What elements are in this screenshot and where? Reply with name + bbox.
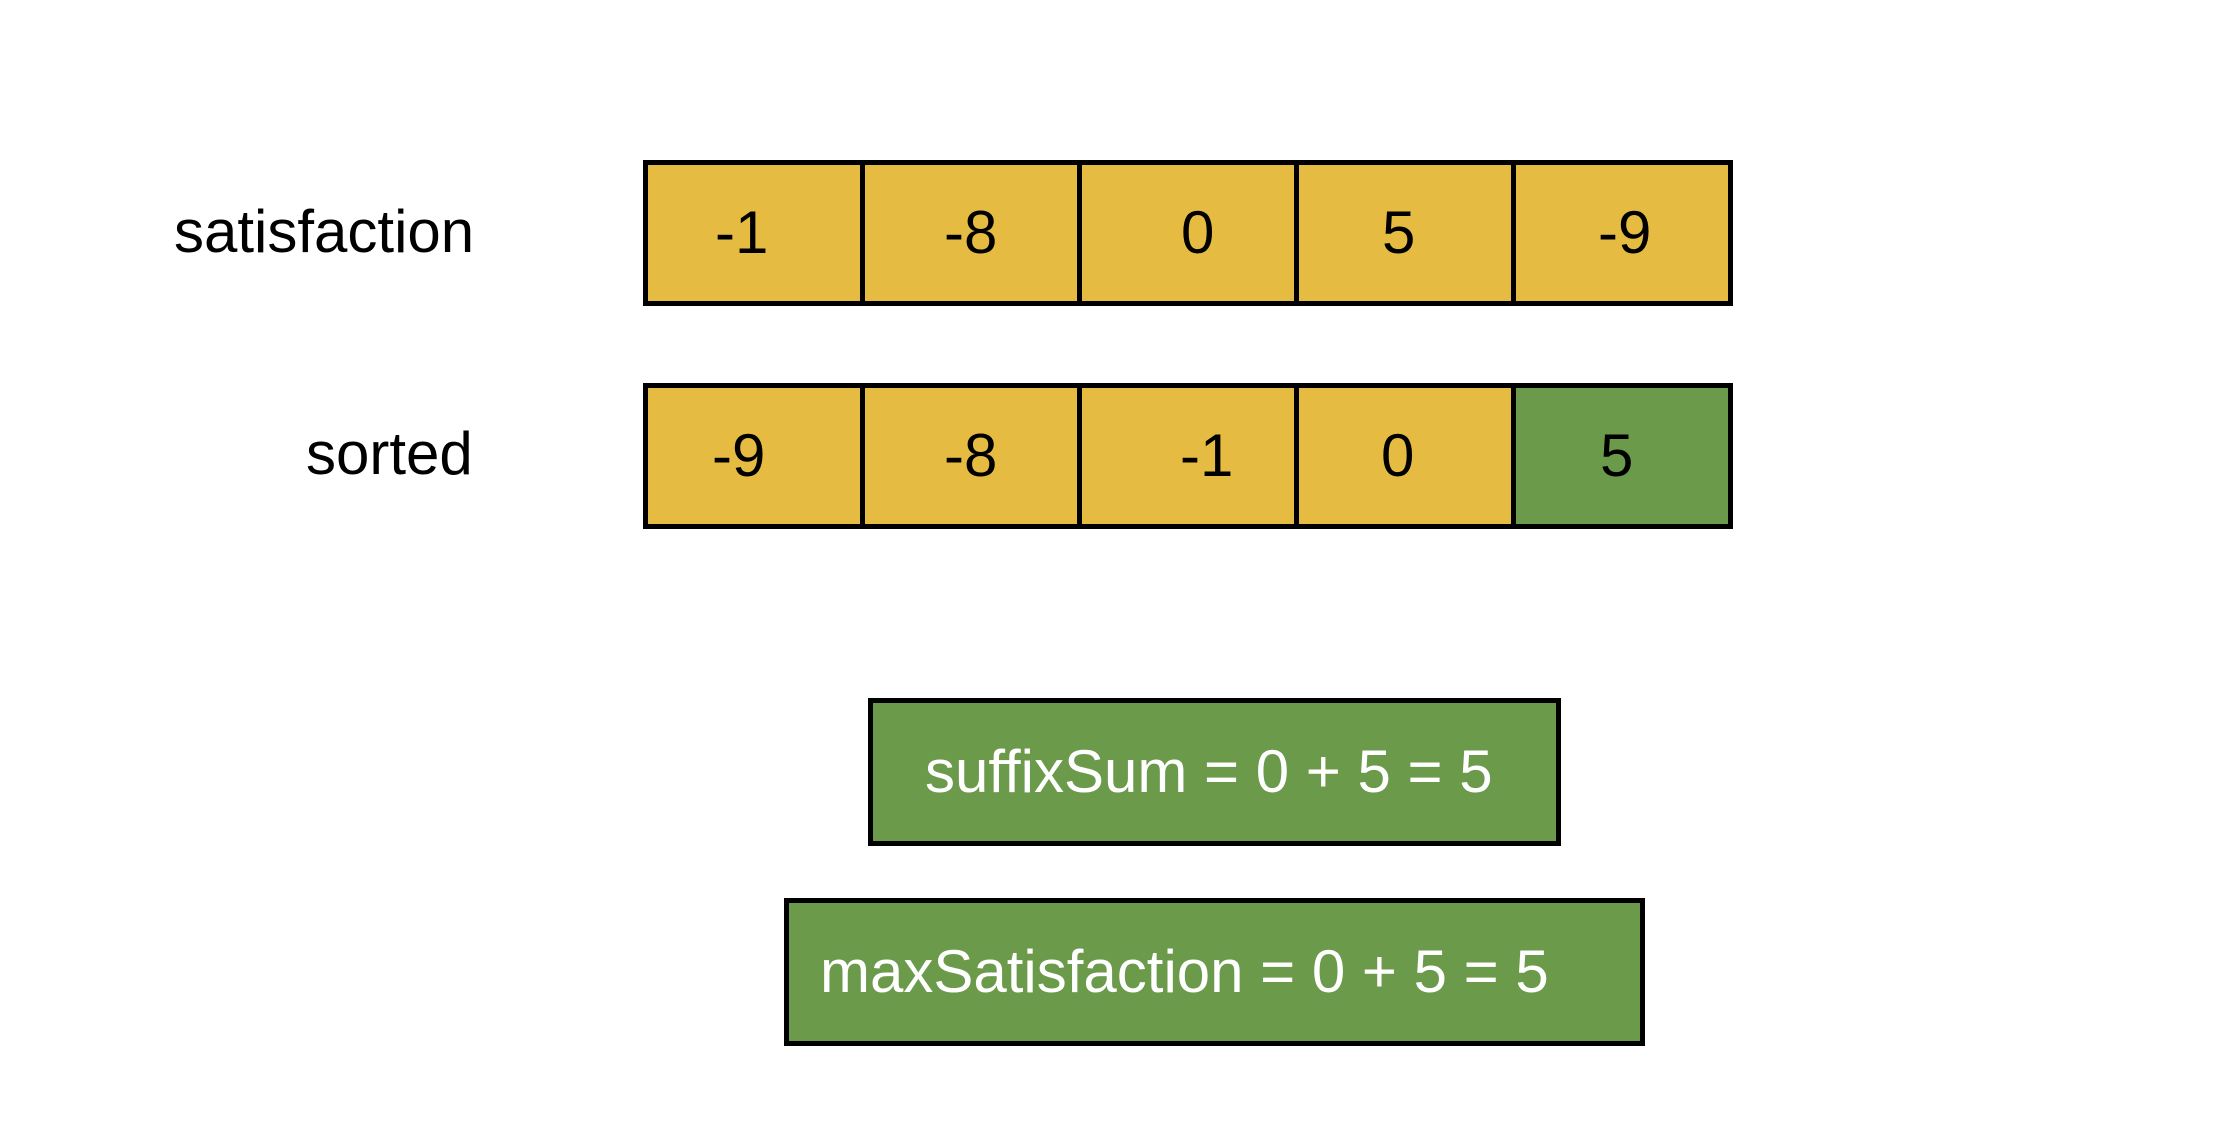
sorted-cell-value: 5 [1600,422,1634,489]
satisfaction-cell: 0 [1077,160,1299,306]
sorted-array: -9 -8 -1 0 5 [643,383,1751,529]
satisfaction-array: -1 -8 0 5 -9 [643,160,1751,306]
sorted-cell-value: -8 [944,422,998,489]
suffix-sum-box: suffixSum = 0 + 5 = 5 [868,698,1561,846]
sorted-cell-value: 0 [1381,422,1415,489]
sorted-cell: -8 [860,383,1082,529]
sorted-cell-value: -9 [712,422,766,489]
max-satisfaction-text: maxSatisfaction = 0 + 5 = 5 [820,938,1549,1005]
suffix-sum-text: suffixSum = 0 + 5 = 5 [925,738,1493,805]
satisfaction-cell: -9 [1511,160,1733,306]
sorted-cell-highlighted: 5 [1511,383,1733,529]
satisfaction-cell-value: -8 [944,199,998,266]
sorted-cell: -9 [643,383,865,529]
satisfaction-cell-value: -9 [1598,199,1652,266]
satisfaction-cell-value: 0 [1181,199,1215,266]
satisfaction-cell-value: 5 [1382,199,1416,266]
max-satisfaction-box: maxSatisfaction = 0 + 5 = 5 [784,898,1645,1046]
satisfaction-cell: -1 [643,160,865,306]
satisfaction-cell-value: -1 [715,199,769,266]
sorted-cell: 0 [1294,383,1516,529]
sorted-cell: -1 [1077,383,1299,529]
satisfaction-cell: 5 [1294,160,1516,306]
sorted-row-label: sorted [306,420,473,487]
sorted-cell-value: -1 [1180,422,1234,489]
satisfaction-row-label: satisfaction [174,198,475,265]
satisfaction-cell: -8 [860,160,1082,306]
